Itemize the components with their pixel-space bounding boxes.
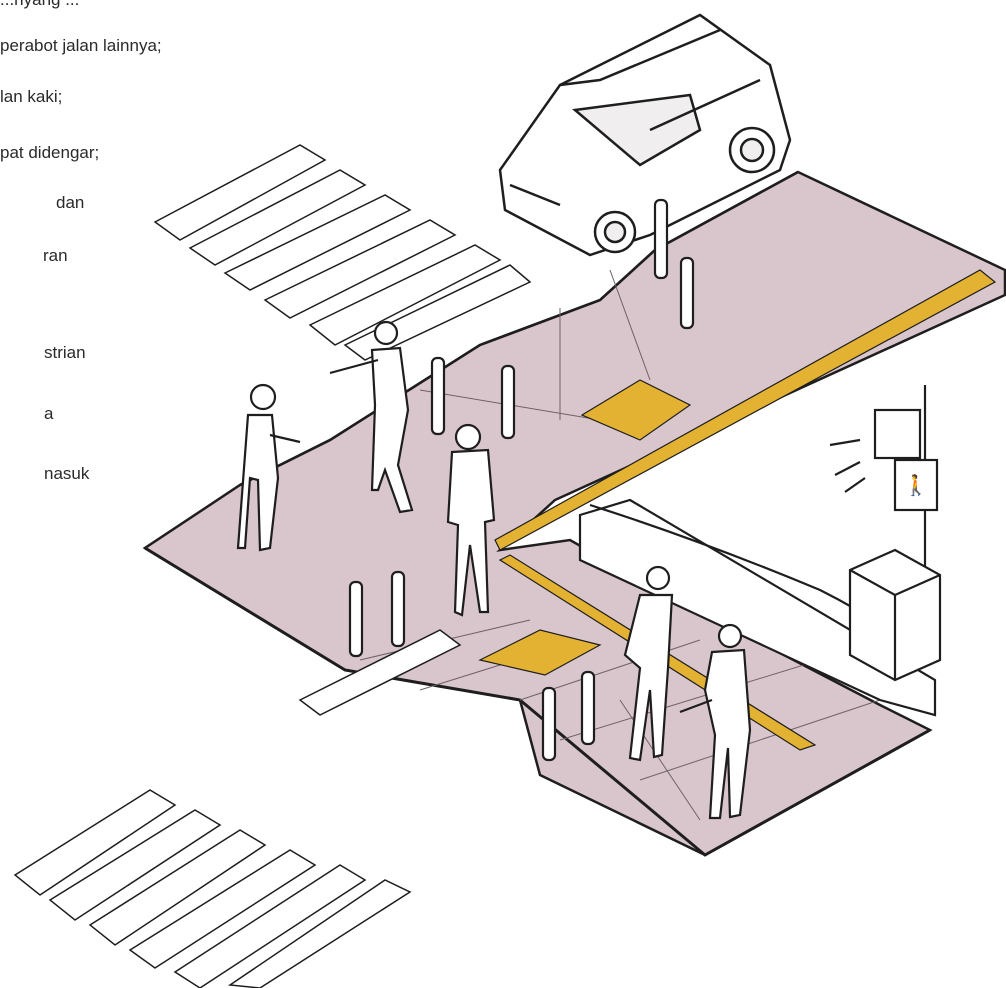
waste-bins xyxy=(850,550,940,680)
svg-text:🚶: 🚶 xyxy=(904,473,929,497)
crosswalk-upper xyxy=(155,145,530,360)
crosswalk-lower xyxy=(15,630,460,988)
